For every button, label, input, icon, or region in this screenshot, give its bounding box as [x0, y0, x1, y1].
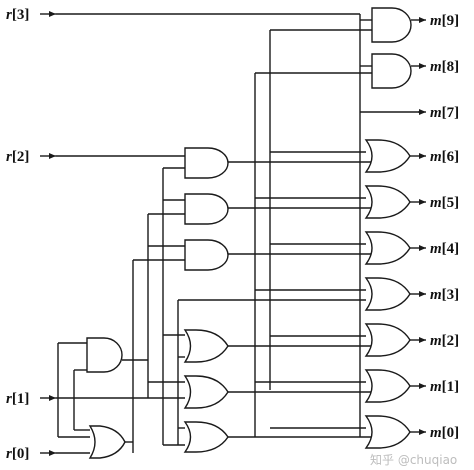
input-label-r1: r[1] [6, 391, 29, 407]
wires [56, 13, 420, 454]
or-gate-m2 [364, 323, 411, 357]
output-label-m1: m[1] [430, 379, 459, 395]
input-label-r3: r[3] [6, 7, 29, 23]
output-label-m3: m[3] [430, 287, 459, 303]
or-gate-m1 [364, 369, 411, 403]
output-label-m5: m[5] [430, 195, 459, 211]
input-label-r0: r[0] [6, 446, 29, 462]
watermark: 知乎 @chuqiao [370, 453, 457, 467]
or-gate-m4 [364, 231, 411, 265]
and-gate-m8 [371, 53, 412, 89]
or-gate-o1 [183, 329, 229, 363]
or-gates [88, 139, 411, 459]
output-label-m0: m[0] [430, 425, 459, 441]
output-label-m4: m[4] [430, 241, 459, 257]
or-gate-o3 [183, 421, 229, 453]
or-gate-m5 [364, 185, 411, 219]
or-gate-m3 [364, 277, 411, 311]
or-gate-m6 [364, 139, 411, 173]
and-gate-a2 [184, 193, 229, 225]
or-gate-left [88, 425, 126, 459]
input-label-r2: r[2] [6, 149, 29, 165]
and-gate-m9 [371, 7, 412, 43]
or-gate-m0 [364, 415, 411, 449]
output-label-m6: m[6] [430, 149, 459, 165]
and-gates [86, 7, 412, 373]
or-gate-o2 [183, 375, 229, 409]
output-label-m2: m[2] [430, 333, 459, 349]
and-gate-left [86, 337, 123, 373]
and-gate-a1 [184, 147, 229, 179]
and-gate-a3 [184, 239, 229, 271]
output-label-m7: m[7] [430, 105, 459, 121]
output-label-m9: m[9] [430, 13, 459, 29]
output-label-m8: m[8] [430, 59, 459, 75]
